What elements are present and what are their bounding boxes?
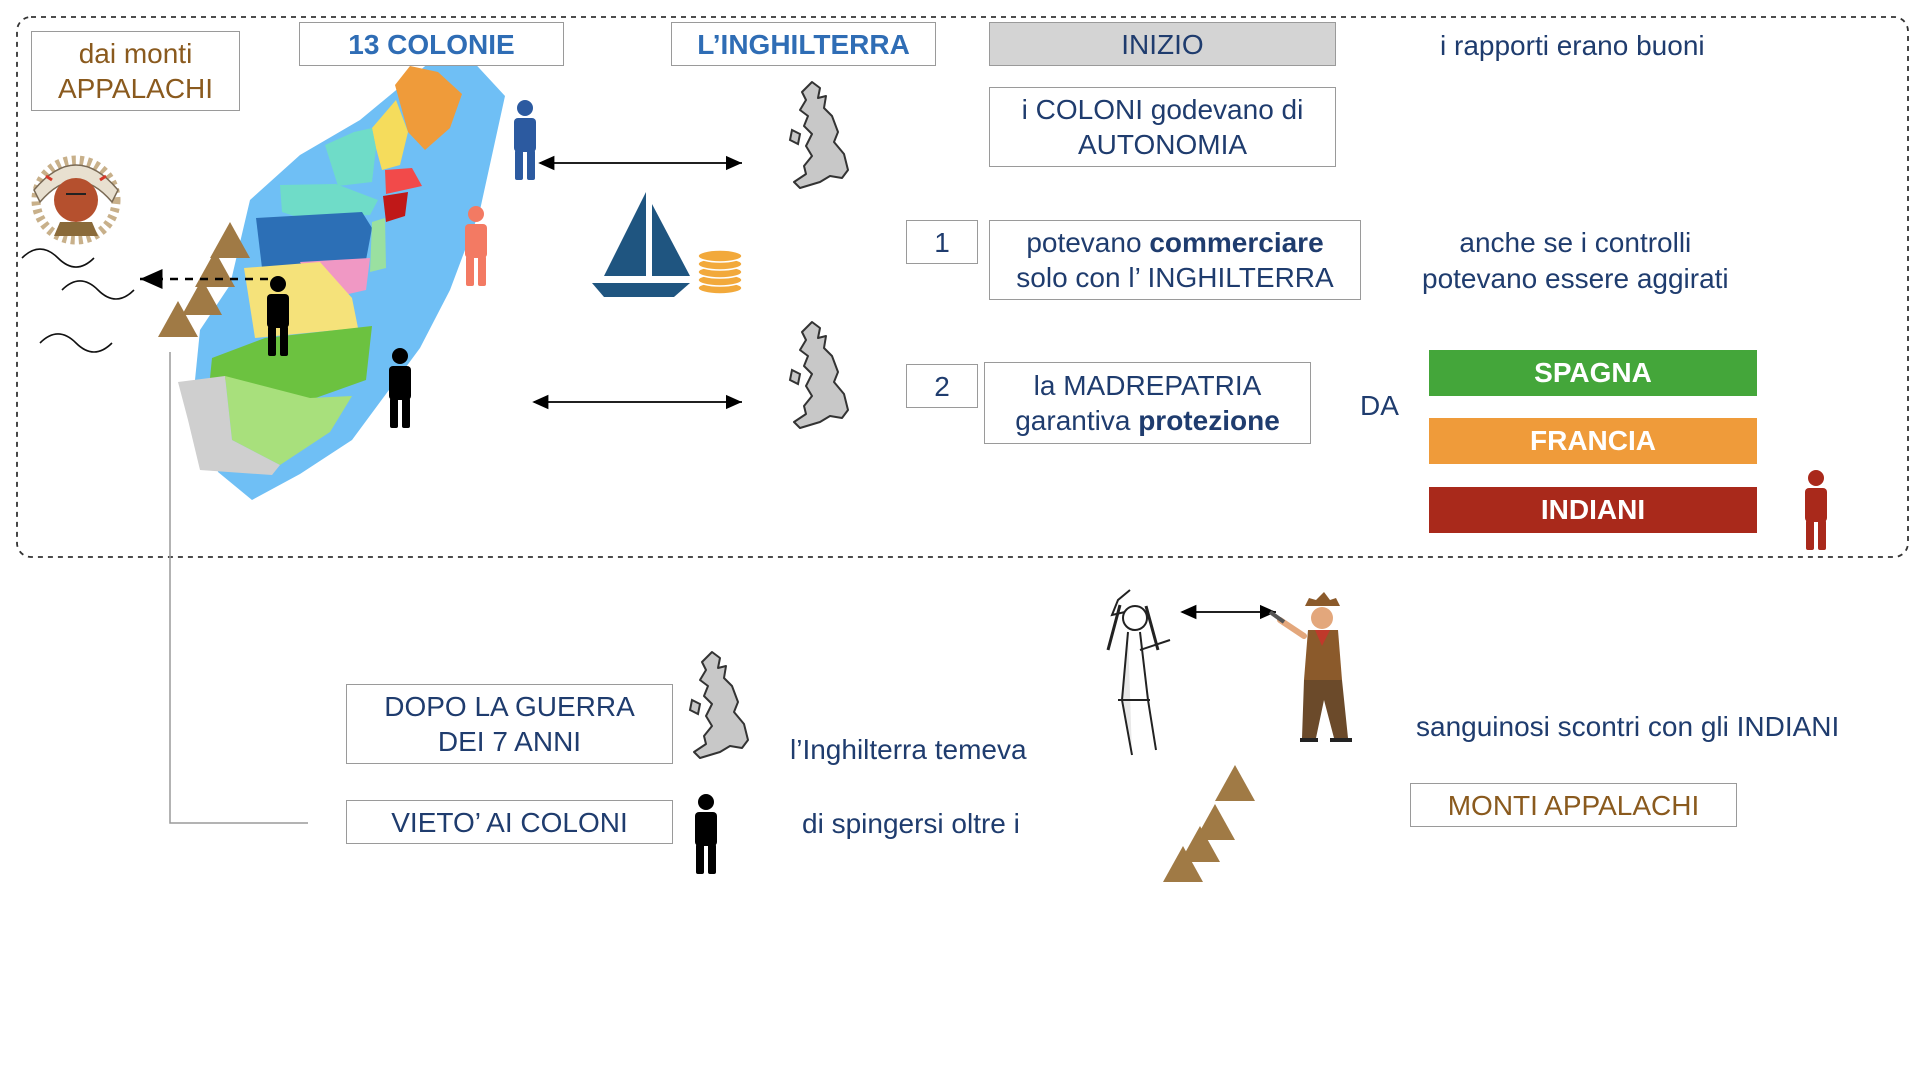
uk-map-icon-2: [789, 321, 849, 429]
colony-maine: [395, 66, 462, 150]
da-label: DA: [1360, 390, 1399, 421]
inizio-header: INIZIO: [989, 22, 1336, 66]
rapporti-text: i rapporti erano buoni: [1440, 30, 1705, 61]
colony-newyork: [280, 184, 378, 218]
colonist-lower-icon: [695, 794, 717, 874]
colony-newyork-north: [325, 128, 376, 186]
autonomia-box: i COLONI godevano di AUTONOMIA: [989, 87, 1336, 167]
threat-indiani: INDIANI: [1429, 487, 1757, 533]
scontri-text: sanguinosi scontri con gli INDIANI: [1416, 711, 1840, 742]
uk-map-icon: [789, 81, 849, 189]
dopo-guerra-box: DOPO LA GUERRA DEI 7 ANNI: [346, 684, 673, 764]
point1-box: potevano commerciare solo con l’ INGHILT…: [989, 220, 1361, 300]
point2-box: la MADREPATRIA garantiva protezione: [984, 362, 1311, 444]
appalachi-line2: APPALACHI: [57, 73, 214, 104]
autonomia-line2: AUTONOMIA: [1077, 129, 1248, 160]
inghilterra-header: L’INGHILTERRA: [671, 22, 936, 66]
vieto-box: VIETO’ AI COLONI: [346, 800, 673, 844]
colony-connecticut: [383, 192, 408, 222]
point1-line1: potevano commerciare: [1026, 227, 1324, 258]
appalachi-line1: dai monti: [78, 38, 193, 69]
wave-lines-icon: [21, 248, 135, 353]
cowboy-icon: [1268, 592, 1352, 742]
autonomia-line1: i COLONI godevano di: [1021, 94, 1304, 125]
colony-newhampshire: [372, 100, 408, 170]
spingersi-text: di spingersi oltre i: [802, 808, 1020, 839]
point2-line1: la MADREPATRIA: [1033, 370, 1262, 401]
threat-spagna: SPAGNA: [1429, 350, 1757, 396]
lower-mountains-icon: [1163, 765, 1255, 882]
native-warrior-icon: [1106, 589, 1171, 756]
point1-note: anche se i controlli potevano essere agg…: [1422, 225, 1729, 297]
point1-note1: anche se i controlli: [1459, 227, 1692, 258]
colony-southcarolina: [225, 376, 352, 465]
monti-appalachi-box: MONTI APPALACHI: [1410, 783, 1737, 827]
point2-line2: garantiva protezione: [1015, 405, 1280, 436]
temeva-text: l’Inghilterra temeva: [790, 734, 1027, 765]
dopo-line2: DEI 7 ANNI: [437, 726, 582, 757]
point1-line2: solo con l’ INGHILTERRA: [1016, 262, 1334, 293]
colony-massachusetts: [385, 168, 422, 194]
sailboat-icon: [592, 192, 690, 297]
colony-newjersey: [370, 218, 386, 272]
colonist-blue-icon: [514, 100, 536, 180]
colony-pennsylvania: [256, 212, 372, 268]
connector-line: [169, 352, 308, 824]
coins-icon: [697, 249, 743, 295]
point1-number: 1: [906, 220, 978, 264]
colony-northcarolina: [210, 326, 372, 400]
point2-number: 2: [906, 364, 978, 408]
uk-map-icon-3: [689, 651, 749, 759]
point1-note2: potevano essere aggirati: [1422, 262, 1729, 294]
threat-francia: FRANCIA: [1429, 418, 1757, 464]
dopo-line1: DOPO LA GUERRA: [384, 691, 635, 722]
appalachi-origin-box: dai monti APPALACHI: [31, 31, 240, 111]
native-chief-icon: [31, 155, 121, 245]
dashed-frame: [16, 16, 1909, 558]
indian-person-icon: [1805, 470, 1827, 550]
colonie-header: 13 COLONIE: [299, 22, 564, 66]
colony-georgia: [178, 376, 280, 475]
